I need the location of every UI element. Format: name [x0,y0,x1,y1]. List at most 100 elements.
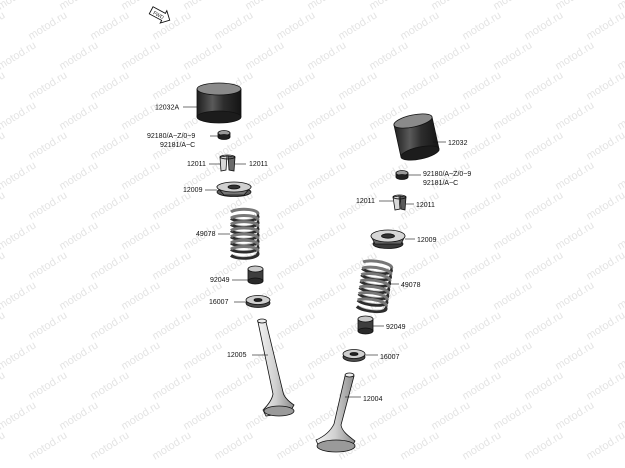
spring-49078-left [230,207,260,260]
label-12011a-right: 12011 [356,198,375,205]
watermark-text: motod.ru [491,399,534,432]
stem-seal-92049-right [357,315,374,335]
watermark-text: motod.ru [274,9,317,42]
watermark-text: motod.ru [150,309,193,342]
fwd-label: FWD [152,10,165,21]
watermark-text: motod.ru [336,129,379,162]
watermark-text: motod.ru [88,369,131,402]
watermark-text: motod.ru [0,189,7,222]
watermark-text: motod.ru [119,279,162,312]
shim-92180-right [395,170,409,180]
keeper-12011-left [219,154,236,172]
watermark-text: motod.ru [0,0,38,13]
label-92180-right: 92180/A~Z/0~9 [423,171,471,178]
watermark-text: motod.ru [522,189,565,222]
watermark-text: motod.ru [0,279,38,312]
watermark-text: motod.ru [26,309,69,342]
watermark-text: motod.ru [26,249,69,282]
watermark-text: motod.ru [429,99,472,132]
watermark-text: motod.ru [491,39,534,72]
watermark-text: motod.ru [181,339,224,372]
watermark-text: motod.ru [429,399,472,432]
watermark-text: motod.ru [0,249,7,282]
watermark-text: motod.ru [336,9,379,42]
watermark-text: motod.ru [584,189,625,222]
watermark-text: motod.ru [336,189,379,222]
watermark-text: motod.ru [460,9,503,42]
watermark-text: motod.ru [460,369,503,402]
watermark-text: motod.ru [615,219,625,252]
watermark-text: motod.ru [305,279,348,312]
watermark-text: motod.ru [398,369,441,402]
tappet-12032a [196,82,242,124]
watermark-text: motod.ru [150,429,193,462]
watermark-text: motod.ru [522,129,565,162]
watermark-text: motod.ru [212,9,255,42]
fwd-arrow-icon: FWD [148,6,171,24]
watermark-text: motod.ru [274,129,317,162]
watermark-text: motod.ru [522,9,565,42]
watermark-text: motod.ru [584,249,625,282]
watermark-text: motod.ru [274,69,317,102]
watermark-text: motod.ru [243,39,286,72]
watermark-text: motod.ru [553,399,596,432]
watermark-text: motod.ru [0,39,38,72]
watermark-text: motod.ru [491,159,534,192]
watermark-text: motod.ru [88,9,131,42]
watermark-text: motod.ru [0,399,38,432]
watermark-text: motod.ru [584,69,625,102]
watermark-text: motod.ru [243,99,286,132]
retainer-12009-right [370,229,406,249]
valve-12005 [257,318,295,417]
stem-seal-92049-left [247,265,264,285]
watermark-text: motod.ru [305,339,348,372]
watermark-text: motod.ru [460,309,503,342]
valve-12004 [315,372,356,453]
watermark-text: motod.ru [88,69,131,102]
watermark-text: motod.ru [57,159,100,192]
watermark-text: motod.ru [615,279,625,312]
watermark-text: motod.ru [274,429,317,462]
watermark-text: motod.ru [26,9,69,42]
watermark-text: motod.ru [212,309,255,342]
watermark-text: motod.ru [0,129,7,162]
label-16007-left: 16007 [209,299,229,306]
watermark-text: motod.ru [615,39,625,72]
watermark-text: motod.ru [367,399,410,432]
watermark-text: motod.ru [119,219,162,252]
watermark-text: motod.ru [0,309,7,342]
label-92049-left: 92049 [210,277,230,284]
watermark-text: motod.ru [553,159,596,192]
watermark-text: motod.ru [615,339,625,372]
watermark-text: motod.ru [460,249,503,282]
watermark-text: motod.ru [522,429,565,462]
watermark-text: motod.ru [88,129,131,162]
watermark-text: motod.ru [615,99,625,132]
watermark-text: motod.ru [460,69,503,102]
label-12011b-right: 12011 [416,202,435,209]
watermark-text: motod.ru [398,9,441,42]
watermark-text: motod.ru [150,189,193,222]
watermark-text: motod.ru [88,249,131,282]
watermark-text: motod.ru [553,219,596,252]
label-49078-right: 49078 [401,282,421,289]
label-92181-right: 92181/A~C [423,180,458,187]
watermark-text: motod.ru [429,339,472,372]
watermark-text: motod.ru [0,219,38,252]
watermark-text: motod.ru [212,429,255,462]
watermark-text: motod.ru [584,369,625,402]
watermark-text: motod.ru [26,69,69,102]
watermark-text: motod.ru [26,369,69,402]
watermark-text: motod.ru [522,249,565,282]
watermark-text: motod.ru [119,159,162,192]
retainer-12009-left [216,181,252,197]
watermark-text: motod.ru [553,39,596,72]
watermark-text: motod.ru [181,399,224,432]
watermark-text: motod.ru [491,219,534,252]
watermark-text: motod.ru [429,279,472,312]
watermark-text: motod.ru [460,429,503,462]
watermark-text: motod.ru [88,189,131,222]
watermark-text: motod.ru [26,189,69,222]
